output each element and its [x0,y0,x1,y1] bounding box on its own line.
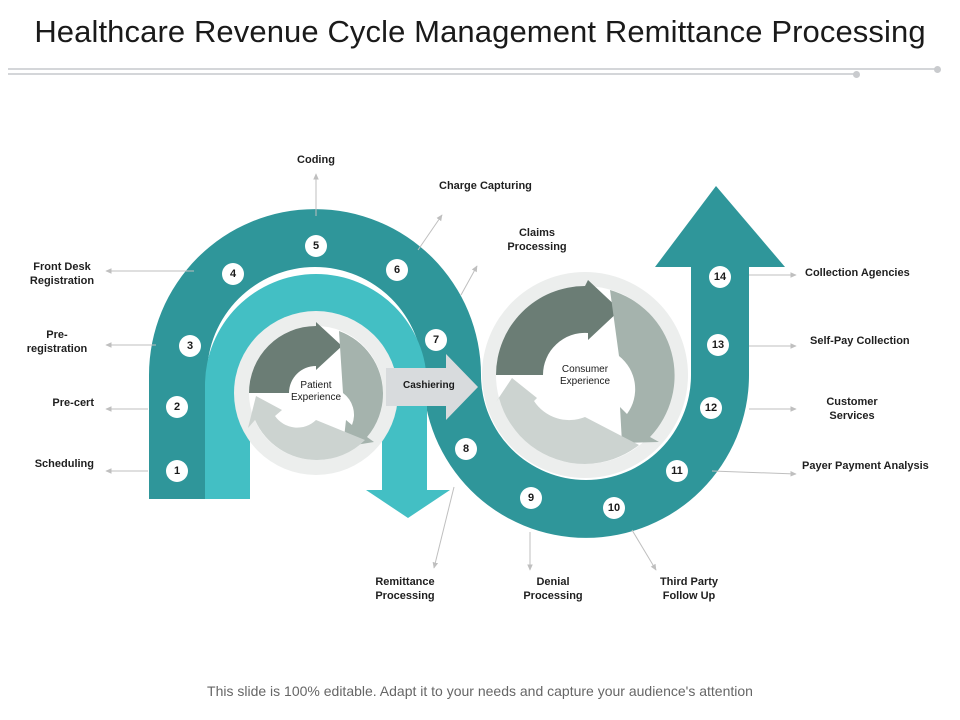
step-label-11: Payer Payment Analysis [802,460,929,472]
step-label-2: Pre-cert [52,397,94,409]
right-cycle-arrows [496,280,675,464]
step-label-5: Coding [297,154,335,166]
left-cycle-arrows [248,322,384,461]
step-badge-1: 1 [166,460,188,482]
step-badge-13: 13 [707,334,729,356]
step-label-14: Collection Agencies [805,267,910,279]
step-badge-8: 8 [455,438,477,460]
step-badge-7: 7 [425,329,447,351]
light-teal-down-arrowhead [366,490,450,518]
step-badge-11: 11 [666,460,688,482]
teal-up-arrowhead [655,186,785,267]
step-label-3: Pre-registration [26,329,88,355]
step-badge-9: 9 [520,487,542,509]
step-badge-3: 3 [179,335,201,357]
step-badge-14: 14 [709,266,731,288]
light-teal-arc [205,274,427,499]
step-label-6: Charge Capturing [439,180,532,192]
divider-dot-left [853,71,860,78]
step-badge-4: 4 [222,263,244,285]
cashiering-arrow [386,354,478,420]
cashiering-label: Cashiering [403,380,455,391]
step-badge-10: 10 [603,497,625,519]
step-badge-5: 5 [305,235,327,257]
title-divider-bottom [8,73,858,75]
divider-dot-right [934,66,941,73]
step-label-1: Scheduling [34,458,94,470]
title-divider-top [8,68,938,70]
step-label-13: Self-Pay Collection [810,335,910,347]
page-title: Healthcare Revenue Cycle Management Remi… [34,14,926,49]
step-badge-6: 6 [386,259,408,281]
footer-note: This slide is 100% editable. Adapt it to… [207,683,753,699]
leader-lines [105,173,797,571]
step-badge-2: 2 [166,396,188,418]
step-badge-12: 12 [700,397,722,419]
